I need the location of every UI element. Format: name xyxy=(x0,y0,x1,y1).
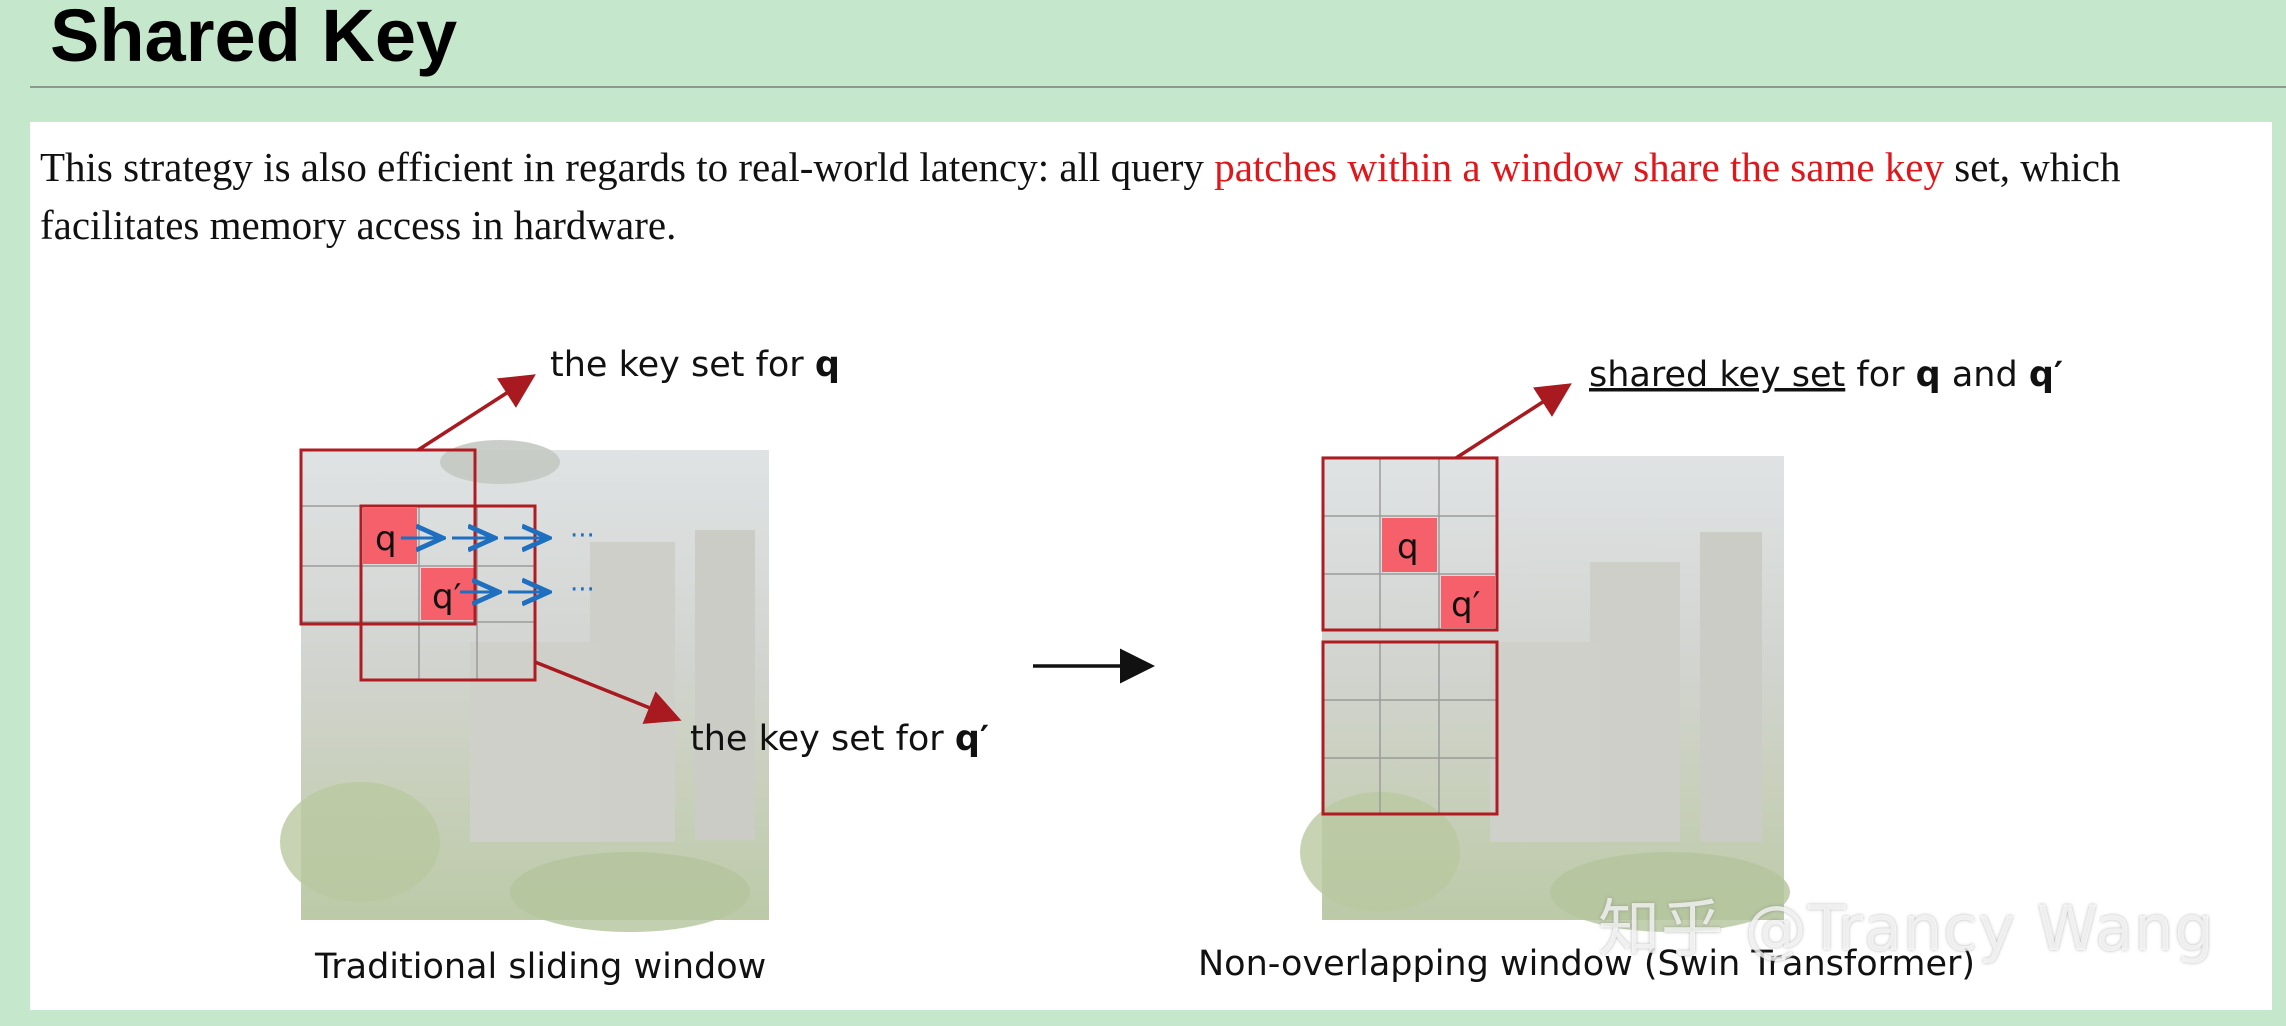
caption-non-overlapping-window: Non-overlapping window (Swin Transformer… xyxy=(1198,944,1975,984)
patch-label-q-prime: q′ xyxy=(432,577,461,617)
pointer-arrow-q-prime xyxy=(534,660,682,724)
patch-label-q: q xyxy=(375,519,397,559)
shared-window-bottom xyxy=(1321,640,1499,816)
label-key-set-q: the key set for q xyxy=(550,345,840,385)
description-text: This strategy is also efficient in regar… xyxy=(40,138,2270,254)
ellipsis-row-1: ··· xyxy=(570,521,595,551)
description-highlight: patches within a window share the same k… xyxy=(1214,144,1944,190)
slide-title: Shared Key xyxy=(50,0,458,77)
shared-window-top xyxy=(1321,456,1499,632)
ellipsis-row-2: ··· xyxy=(570,575,595,605)
label-shared-key-set: shared key set for q and q′ xyxy=(1589,355,2063,395)
right-background-photo xyxy=(1300,456,1790,932)
right-window-grid xyxy=(1323,458,1497,814)
pointer-arrow-shared xyxy=(1455,383,1572,460)
shared-patch-label-q: q xyxy=(1397,527,1419,567)
caption-sliding-window: Traditional sliding window xyxy=(314,947,766,987)
query-patch-q xyxy=(363,508,417,564)
sliding-arrows xyxy=(401,538,546,592)
window-comparison-diagram: q q′ ··· ··· the key set for q the key s… xyxy=(280,345,2063,987)
description-part-2: set, which facilitates memory access in … xyxy=(40,144,2121,248)
content-panel: This strategy is also efficient in regar… xyxy=(30,122,2272,1010)
title-divider xyxy=(30,86,2286,88)
description-part-1: This strategy is also efficient in regar… xyxy=(40,144,1215,190)
shared-patch-q xyxy=(1382,518,1437,572)
watermark: 知乎 @Trancy Wang xyxy=(1598,892,2215,965)
shared-patch-label-q-prime: q′ xyxy=(1451,585,1480,625)
right-figure: q q′ shared key set for q and q′ Non-ove… xyxy=(1198,355,2063,984)
pointer-arrow-q xyxy=(417,374,536,452)
left-background-photo xyxy=(280,440,769,932)
left-figure: q q′ ··· ··· the key set for q the key s… xyxy=(280,345,989,987)
shared-patch-q-prime xyxy=(1441,576,1495,628)
query-patch-q-prime xyxy=(421,568,475,620)
label-key-set-q-prime: the key set for q′ xyxy=(690,719,989,759)
